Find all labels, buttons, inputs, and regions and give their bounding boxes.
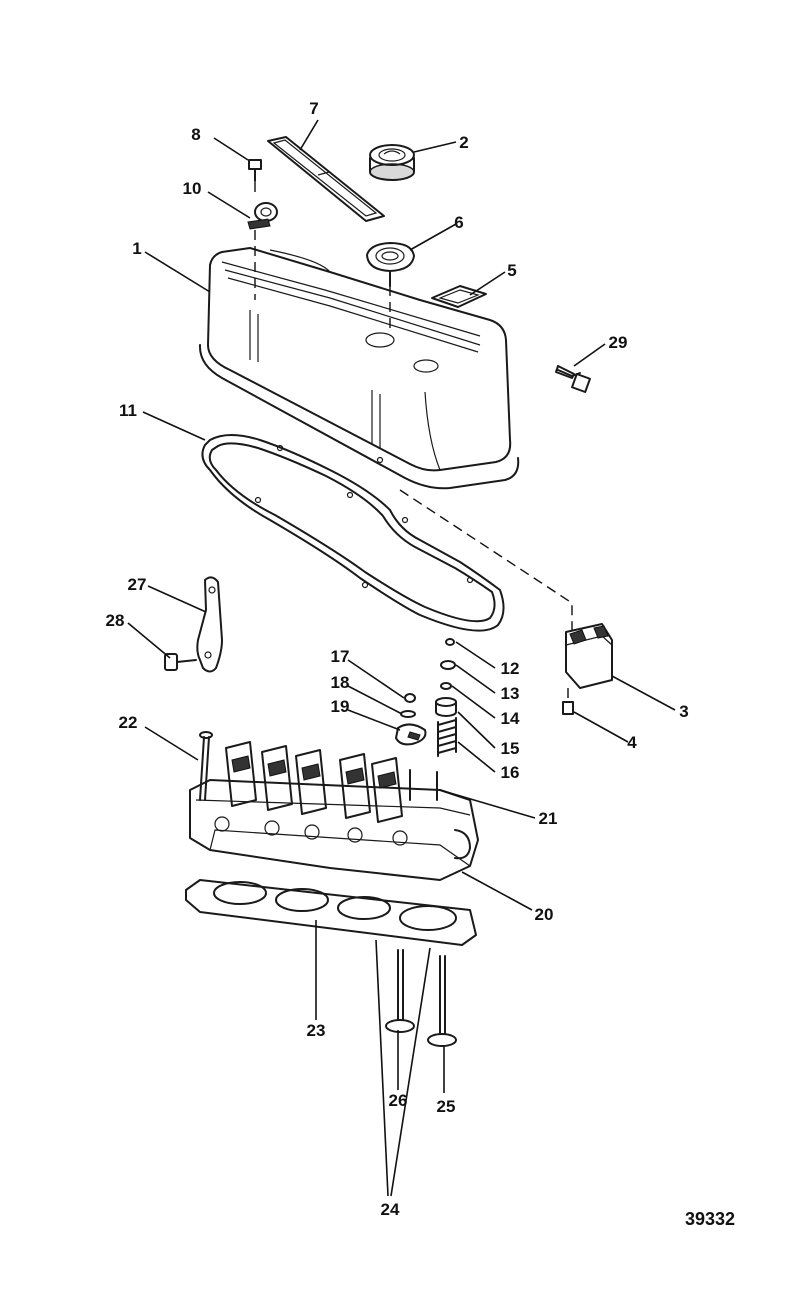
callout-3: 3 xyxy=(679,702,688,721)
part-12-keeper xyxy=(445,638,455,646)
part-1-valve-cover xyxy=(198,247,520,490)
part-26-intake-valve xyxy=(385,949,415,1033)
part-27-bracket xyxy=(196,576,223,673)
part-10-clamp xyxy=(247,202,278,230)
callout-15: 15 xyxy=(501,739,520,758)
part-28-bolt xyxy=(164,653,197,671)
callout-21: 21 xyxy=(539,809,558,828)
part-29-bolt xyxy=(555,365,591,393)
callout-20: 20 xyxy=(535,905,554,924)
figure-number: 39332 xyxy=(685,1209,735,1229)
leader-lines xyxy=(127,119,676,1197)
part-23-head-gasket xyxy=(185,879,477,946)
callout-10: 10 xyxy=(183,179,202,198)
callout-8: 8 xyxy=(191,125,200,144)
callout-7: 7 xyxy=(309,99,318,118)
part-5-gasket xyxy=(431,285,487,308)
part-2-filler-cap xyxy=(369,144,415,181)
callout-6: 6 xyxy=(454,213,463,232)
part-4-screw xyxy=(562,688,574,715)
callout-24: 24 xyxy=(381,1200,400,1219)
callout-4: 4 xyxy=(627,733,637,752)
part-6-breather xyxy=(366,242,415,287)
callout-18: 18 xyxy=(331,673,350,692)
callout-23: 23 xyxy=(307,1021,326,1040)
callout-12: 12 xyxy=(501,659,520,678)
callout-16: 16 xyxy=(501,763,520,782)
callout-26: 26 xyxy=(389,1091,408,1110)
callout-29: 29 xyxy=(609,333,628,352)
callout-27: 27 xyxy=(128,575,147,594)
part-16-valve-spring xyxy=(437,717,457,757)
part-18-ball xyxy=(400,710,416,718)
callout-28: 28 xyxy=(106,611,125,630)
callout-11: 11 xyxy=(119,401,137,420)
part-7-filter-element xyxy=(267,136,385,222)
part-14-seal xyxy=(440,682,452,690)
callout-14: 14 xyxy=(501,709,520,728)
part-3-module xyxy=(565,623,613,689)
rocker-assemblies xyxy=(225,741,438,823)
part-8-screw xyxy=(248,159,262,198)
part-17-rocker-nut xyxy=(404,693,416,703)
callout-17: 17 xyxy=(331,647,350,666)
callout-13: 13 xyxy=(501,684,520,703)
callout-1: 1 xyxy=(132,239,141,258)
part-20-cylinder-head xyxy=(189,741,479,881)
callout-2: 2 xyxy=(459,133,468,152)
callout-22: 22 xyxy=(119,713,138,732)
part-13-retainer xyxy=(440,660,456,670)
part-19-rocker-arm xyxy=(395,723,427,746)
callout-5: 5 xyxy=(507,261,516,280)
callout-19: 19 xyxy=(331,697,350,716)
part-15-spring-cap xyxy=(435,697,457,717)
callout-25: 25 xyxy=(437,1097,456,1116)
part-11-cover-gasket xyxy=(201,434,505,632)
part-22-head-bolt xyxy=(199,731,213,801)
part-25-exhaust-valve xyxy=(427,955,457,1047)
